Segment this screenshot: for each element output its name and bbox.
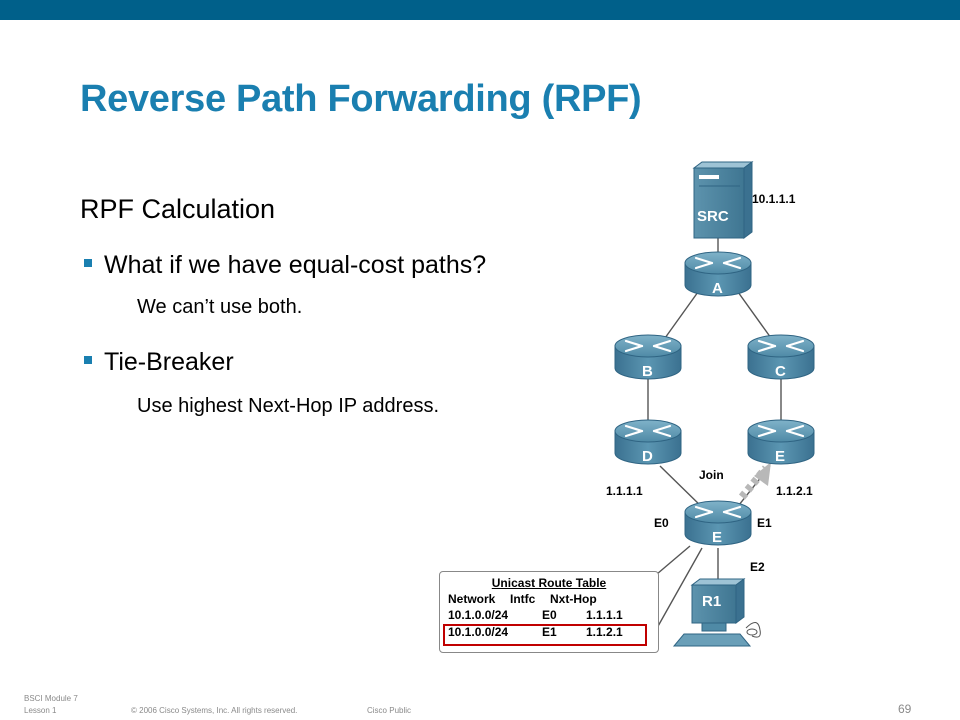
row-interface: E1 (542, 625, 557, 639)
header-interface: Intfc (510, 592, 536, 606)
selected-route-highlight (443, 624, 647, 646)
interface-e2-label: E2 (750, 560, 765, 574)
router-d-label: D (642, 448, 653, 465)
bullet-square-icon (84, 356, 92, 365)
callout-line-bottom (656, 547, 703, 629)
row-network: 10.1.0.0/24 (448, 608, 509, 622)
header-network: Network (448, 592, 496, 606)
table-row: 10.1.0.0/24 E0 1.1.1.1 (448, 608, 652, 622)
table-row: 10.1.0.0/24 E1 1.1.2.1 (448, 625, 652, 639)
join-arrow-icon (738, 462, 771, 500)
unicast-route-table: Unicast Route Table Network Intfc Nxt-Ho… (439, 571, 659, 653)
ip-right-label: 1.1.2.1 (776, 484, 813, 498)
top-banner (0, 0, 960, 20)
ip-left-label: 1.1.1.1 (606, 484, 643, 498)
link-a-b (659, 291, 699, 346)
router-c-label: C (775, 363, 786, 380)
router-e-mid-label: E (775, 448, 785, 465)
slide-subtitle: RPF Calculation (80, 194, 276, 224)
route-table-title: Unicast Route Table (491, 576, 607, 590)
row-next-hop: 1.1.1.1 (586, 608, 623, 622)
bullet-square-icon (84, 259, 92, 268)
row-next-hop: 1.1.2.1 (586, 625, 623, 639)
bullet-text: What if we have equal-cost paths? (104, 251, 487, 279)
interface-e0-label: E0 (654, 516, 669, 530)
row-network: 10.1.0.0/24 (448, 625, 509, 639)
host-r1-icon (672, 578, 761, 647)
router-e-bottom-label: E (712, 529, 722, 546)
row-interface: E0 (542, 608, 557, 622)
host-r1-label: R1 (702, 593, 721, 610)
bullet-tie-breaker-detail: Use highest Next-Hop IP address. (137, 395, 440, 417)
src-server-icon (692, 161, 754, 239)
join-label: Join (699, 468, 724, 482)
bullet-equal-cost-detail: We can’t use both. (137, 296, 303, 318)
footer-lesson: Lesson 1 (24, 706, 57, 715)
router-a-label: A (712, 280, 723, 297)
interface-e1-label: E1 (757, 516, 772, 530)
page-number: 69 (898, 702, 912, 716)
footer-classification: Cisco Public (367, 706, 412, 715)
bullet-tie-breaker: Tie-Breaker (84, 348, 234, 377)
src-server-label: SRC (697, 208, 729, 225)
link-d-e (659, 465, 706, 511)
src-ip-label: 10.1.1.1 (752, 192, 796, 206)
footer-copyright: © 2006 Cisco Systems, Inc. All rights re… (131, 706, 298, 715)
callout-line-top (656, 545, 691, 575)
header-next-hop: Nxt-Hop (550, 592, 597, 606)
router-b-label: B (642, 363, 653, 380)
route-table-header: Network Intfc Nxt-Hop (448, 592, 652, 606)
bullet-text: Tie-Breaker (104, 348, 234, 376)
footer-course: BSCI Module 7 (24, 694, 78, 703)
slide-title: Reverse Path Forwarding (RPF) (80, 78, 642, 120)
bullet-equal-cost: What if we have equal-cost paths? (84, 251, 486, 280)
